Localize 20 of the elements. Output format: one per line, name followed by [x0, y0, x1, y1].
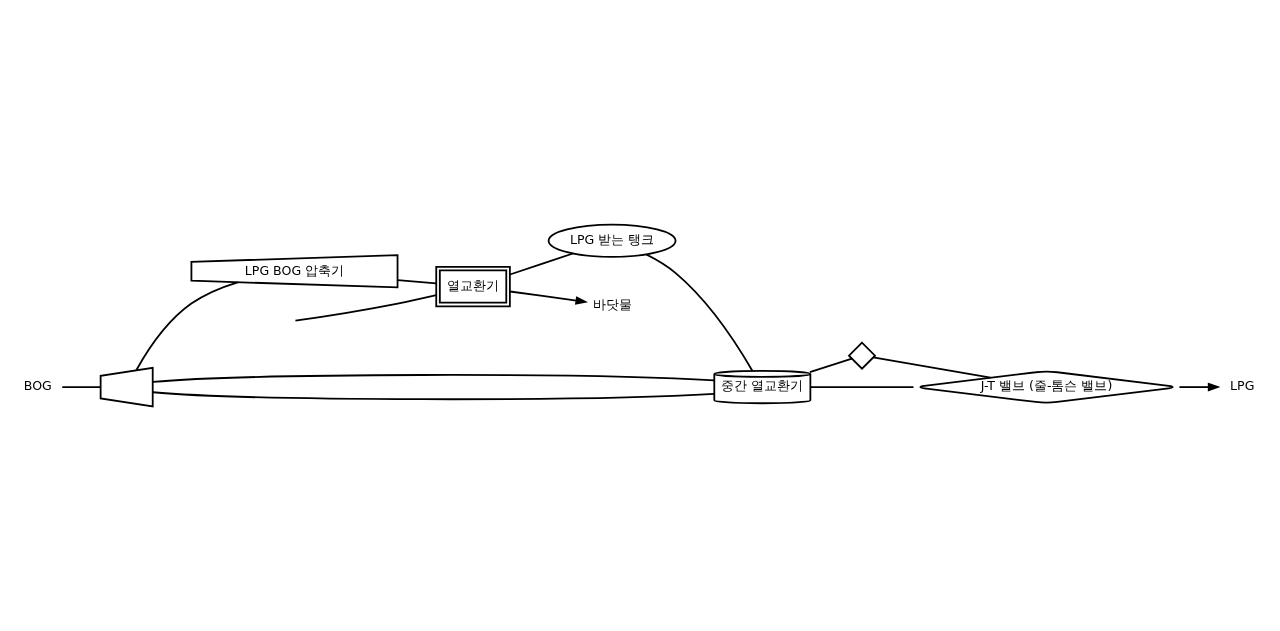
- node-valve: [847, 341, 877, 370]
- node-text: BOG: [23, 378, 52, 394]
- connector: [151, 391, 716, 401]
- connector: [872, 356, 992, 379]
- connector: [61, 386, 102, 388]
- connector: [396, 279, 438, 285]
- node-text: LPG: [1230, 378, 1255, 394]
- connector: [809, 386, 915, 388]
- node-box: LPG BOG 압축기: [190, 254, 399, 289]
- node-text: 바닷물: [592, 296, 632, 312]
- node-trapezoid: [99, 366, 154, 408]
- connector: [294, 294, 438, 322]
- connector: [135, 281, 239, 372]
- connector: [645, 253, 754, 372]
- arrow: [509, 290, 589, 305]
- node-ellipse: LPG 받는 탱크: [547, 223, 677, 258]
- connector: [808, 357, 853, 374]
- arrow: [1178, 382, 1221, 392]
- connector: [151, 374, 716, 383]
- connector: [509, 252, 574, 276]
